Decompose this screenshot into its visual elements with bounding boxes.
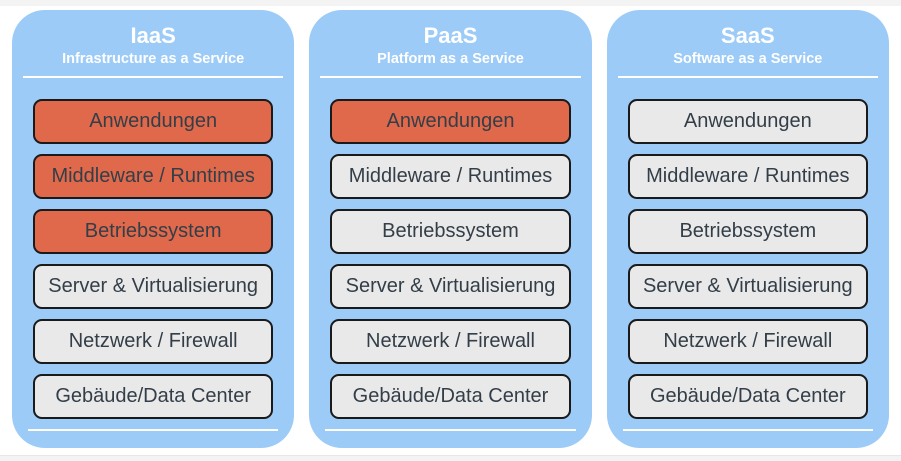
layer-stack: Anwendungen Middleware / Runtimes Betrie… (607, 78, 889, 419)
layer-middleware-runtimes: Middleware / Runtimes (627, 154, 868, 199)
column-saas: SaaS Software as a Service Anwendungen M… (606, 10, 889, 448)
column-iaas: IaaS Infrastructure as a Service Anwendu… (12, 10, 295, 448)
header-divider (320, 76, 581, 78)
column-title: IaaS (130, 23, 176, 48)
layer-middleware-runtimes: Middleware / Runtimes (33, 154, 274, 199)
layer-stack: Anwendungen Middleware / Runtimes Betrie… (12, 78, 294, 419)
layer-server-virtualisierung: Server & Virtualisierung (627, 264, 868, 309)
layer-anwendungen: Anwendungen (33, 99, 274, 144)
layer-anwendungen: Anwendungen (330, 99, 571, 144)
layer-gebaeude-data-center: Gebäude/Data Center (330, 374, 571, 419)
column-subtitle: Infrastructure as a Service (62, 51, 245, 67)
header-divider (23, 76, 284, 78)
layer-gebaeude-data-center: Gebäude/Data Center (627, 374, 868, 419)
layer-middleware-runtimes: Middleware / Runtimes (330, 154, 571, 199)
layer-betriebssystem: Betriebssystem (33, 209, 274, 254)
layer-netzwerk-firewall: Netzwerk / Firewall (33, 319, 274, 364)
column-title: SaaS (720, 23, 775, 48)
layer-server-virtualisierung: Server & Virtualisierung (330, 264, 571, 309)
layer-netzwerk-firewall: Netzwerk / Firewall (627, 319, 868, 364)
layer-gebaeude-data-center: Gebäude/Data Center (33, 374, 274, 419)
footer-divider (28, 429, 279, 431)
footer-divider (325, 429, 576, 431)
layer-anwendungen: Anwendungen (627, 99, 868, 144)
cloud-stack-diagram: IaaS Infrastructure as a Service Anwendu… (12, 10, 889, 448)
column-subtitle: Platform as a Service (377, 51, 524, 67)
column-title: PaaS (423, 23, 478, 48)
column-header: IaaS Infrastructure as a Service (12, 23, 294, 68)
layer-stack: Anwendungen Middleware / Runtimes Betrie… (309, 78, 591, 419)
column-subtitle: Software as a Service (673, 51, 823, 67)
header-divider (617, 76, 878, 78)
column-header: SaaS Software as a Service (607, 23, 889, 68)
footer-divider (622, 429, 873, 431)
column-header: PaaS Platform as a Service (309, 23, 591, 68)
layer-betriebssystem: Betriebssystem (330, 209, 571, 254)
layer-server-virtualisierung: Server & Virtualisierung (33, 264, 274, 309)
layer-netzwerk-firewall: Netzwerk / Firewall (330, 319, 571, 364)
column-paas: PaaS Platform as a Service Anwendungen M… (309, 10, 592, 448)
layer-betriebssystem: Betriebssystem (627, 209, 868, 254)
page-edge-top (0, 0, 901, 6)
page-edge-bottom (0, 455, 901, 461)
